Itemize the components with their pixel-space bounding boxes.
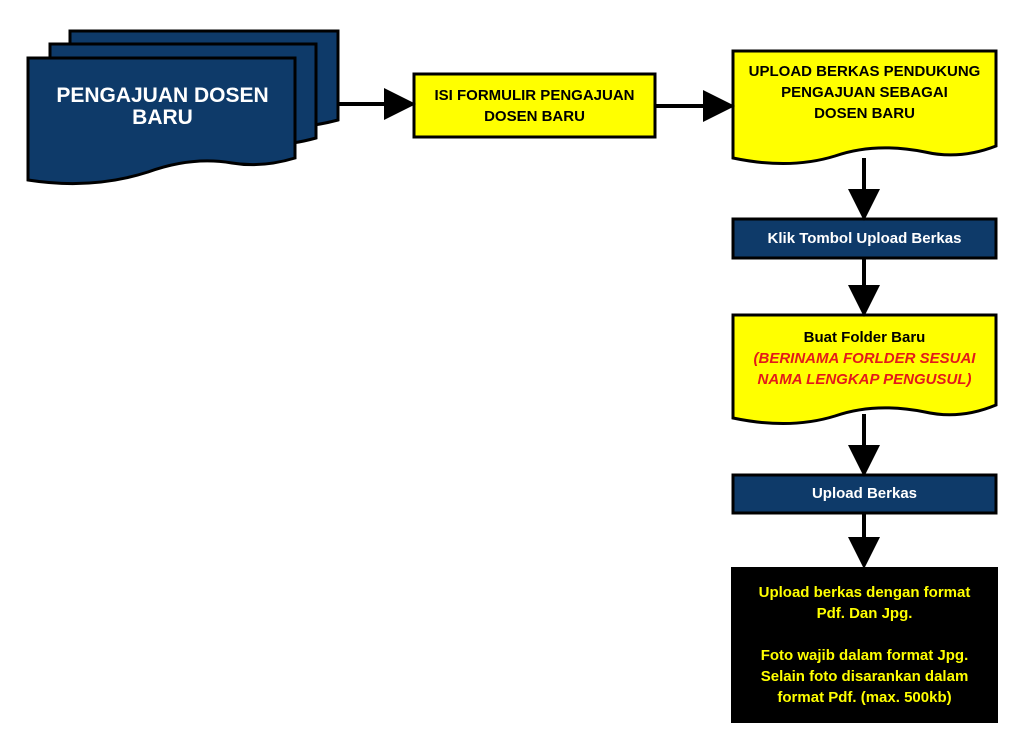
start-page-front <box>26 56 297 186</box>
final-note-line2: Pdf. Dan Jpg. <box>816 605 913 622</box>
step-folder-shape <box>731 313 998 426</box>
step-upload-doc-shape <box>731 49 998 166</box>
final-note-line4: Selain foto disarankan dalam <box>760 668 969 685</box>
step-folder-label: Buat Folder Baru (BERINAMA FORLDER SESUA… <box>735 322 994 394</box>
step-upload-label: Upload Berkas <box>735 477 994 511</box>
final-note-label: Upload berkas dengan format Pdf. Dan Jpg… <box>733 570 996 720</box>
start-label: PENGAJUAN DOSEN BARU <box>40 80 285 134</box>
final-note-line1: Upload berkas dengan format <box>758 584 971 601</box>
final-note-line5: format Pdf. (max. 500kb) <box>777 689 952 706</box>
step-upload-doc-line2: PENGAJUAN SEBAGAI <box>781 83 948 101</box>
step-upload-text: Upload Berkas <box>811 485 918 502</box>
step-upload-doc-line3: DOSEN BARU <box>814 104 915 122</box>
final-note-line3: Foto wajib dalam format Jpg. <box>760 647 969 664</box>
step-upload-doc-label: UPLOAD BERKAS PENDUKUNG PENGAJUAN SEBAGA… <box>735 56 994 128</box>
step-form-label: ISI FORMULIR PENGAJUAN DOSEN BARU <box>416 76 653 135</box>
step-upload-doc-line1: UPLOAD BERKAS PENDUKUNG <box>748 62 981 80</box>
step-form-line2: DOSEN BARU <box>484 107 585 125</box>
step-form-line1: ISI FORMULIR PENGAJUAN <box>434 86 635 104</box>
step-folder-line1: Buat Folder Baru <box>803 328 926 346</box>
step-folder-note-line2: NAMA LENGKAP PENGUSUL) <box>757 370 972 388</box>
step-click-label: Klik Tombol Upload Berkas <box>735 221 994 256</box>
connectors <box>338 88 880 569</box>
start-multidocument-shape <box>26 29 340 186</box>
step-click-box <box>731 217 998 260</box>
start-label-line1: PENGAJUAN DOSEN <box>56 84 269 107</box>
final-note-box <box>731 567 998 723</box>
step-folder-note-line1: (BERINAMA FORLDER SESUAI <box>753 349 976 367</box>
step-click-text: Klik Tombol Upload Berkas <box>767 229 962 247</box>
start-label-line2: BARU <box>132 106 193 129</box>
